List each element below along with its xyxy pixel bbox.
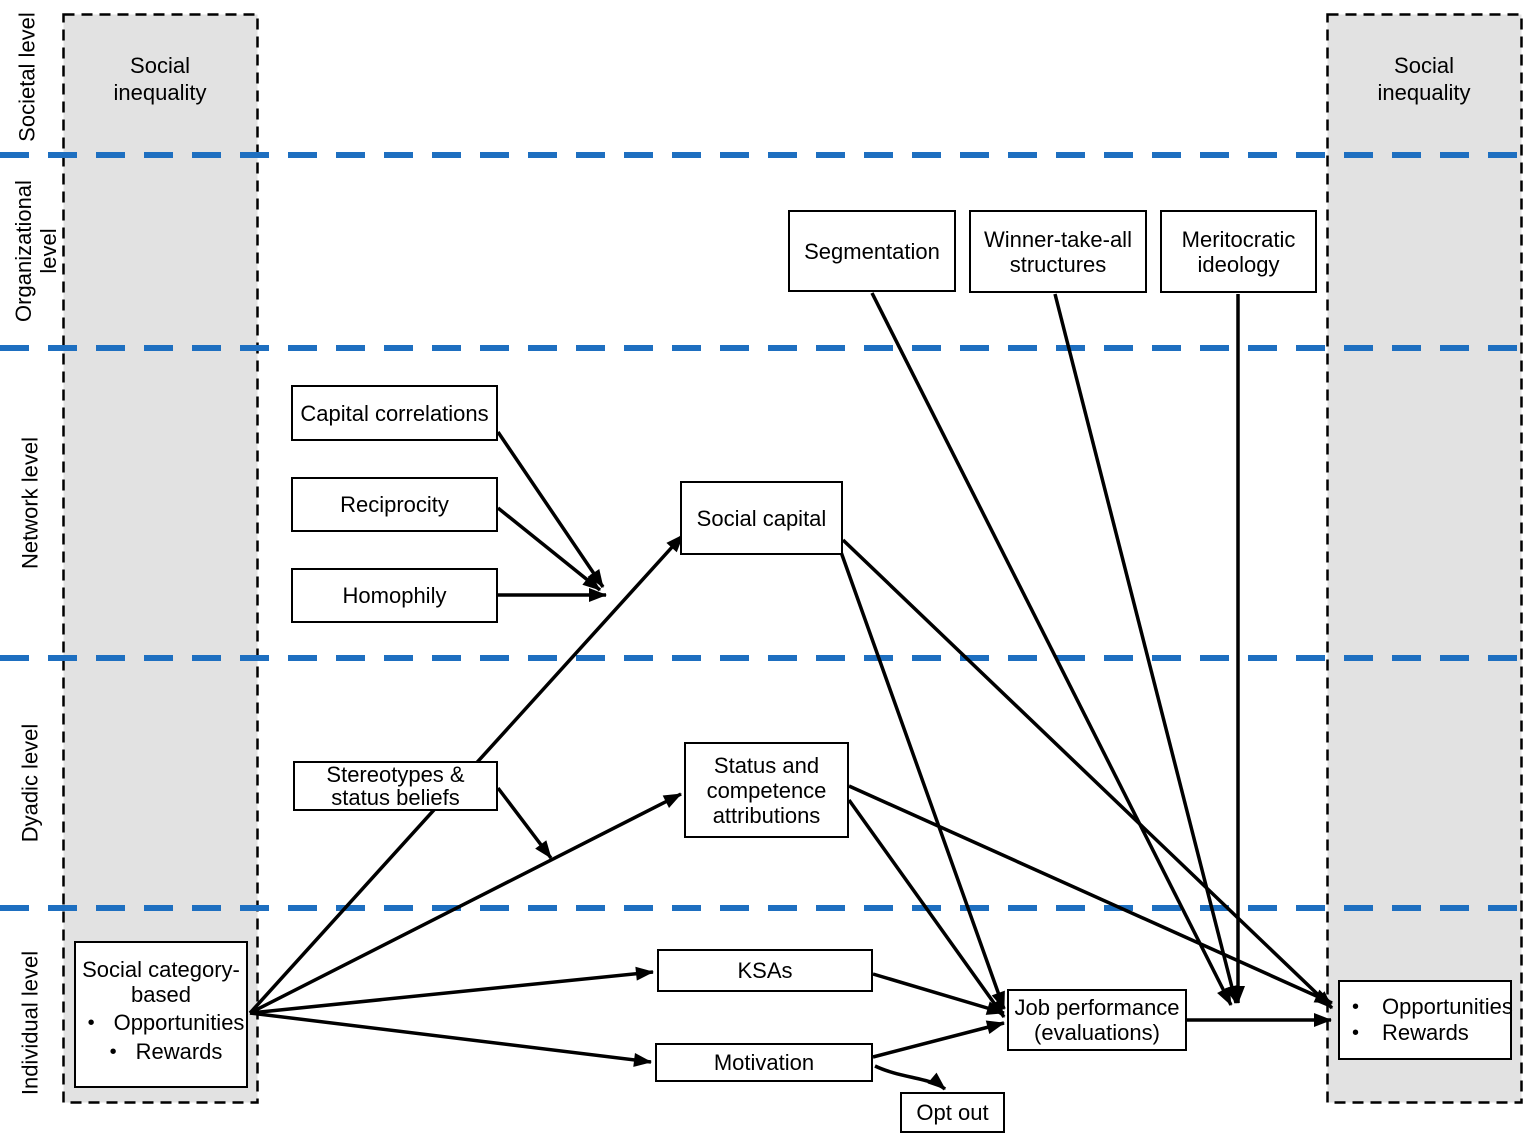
arrow-social-capital-to-outcomes <box>841 538 1334 1010</box>
bullet-icon: • <box>87 1012 95 1034</box>
arrow-reciprocity-moderator <box>496 506 602 592</box>
bullet-text: Opportunities <box>113 1010 245 1035</box>
arrow-social-capital-to-job-performance <box>839 551 1006 1010</box>
box-ksas: KSAs <box>657 949 873 992</box>
arrow-capital-correlations-moderator <box>496 431 605 588</box>
box-homophily: Homophily <box>291 568 498 623</box>
arrow-stereotypes-moderator <box>496 786 553 860</box>
left-inequality-column <box>62 13 259 1104</box>
outcomes-bullet-rewards: • Rewards <box>1340 1020 1510 1046</box>
box-opt-out: Opt out <box>900 1092 1005 1133</box>
level-label-societal: Societal level <box>14 12 40 142</box>
box-reciprocity: Reciprocity <box>291 477 498 532</box>
level-label-organizational: Organizational level <box>11 180 61 322</box>
social-category-bullet-opportunities: • Opportunities <box>78 1010 245 1036</box>
left-column-title: Social inequality <box>113 53 207 105</box>
right-inequality-column <box>1326 13 1523 1104</box>
arrow-ksas-to-job-performance <box>872 972 1005 1015</box>
box-meritocratic: Meritocratic ideology <box>1160 210 1317 293</box>
box-social-capital: Social capital <box>680 481 843 555</box>
bullet-icon: • <box>109 1041 117 1063</box>
box-status-attributions: Status and competence attributions <box>684 742 849 838</box>
box-capital-correlations: Capital correlations <box>291 385 498 441</box>
box-stereotypes: Stereotypes & status beliefs <box>293 761 498 811</box>
arrow-social-category-to-status-attributions <box>249 792 682 1015</box>
arrow-status-attributions-to-job-performance <box>847 798 1006 1019</box>
box-social-category: Social category-based • Opportunities • … <box>74 941 248 1088</box>
arrow-social-category-to-ksas <box>249 966 654 1015</box>
outcomes-bullet-opportunities: • Opportunities <box>1340 994 1513 1020</box>
box-job-performance: Job performance (evaluations) <box>1007 989 1187 1051</box>
social-category-title: Social category-based <box>82 957 240 1007</box>
arrow-social-category-to-motivation <box>249 1011 652 1067</box>
box-segmentation: Segmentation <box>788 210 956 292</box>
bullet-text: Rewards <box>1382 1020 1469 1045</box>
box-outcomes: • Opportunities • Rewards <box>1338 980 1513 1060</box>
bullet-text: Rewards <box>135 1039 223 1064</box>
arrow-winner-take-all-moderator <box>1053 293 1239 1004</box>
bullet-icon: • <box>1352 996 1360 1018</box>
arrow-status-attributions-to-outcomes <box>848 784 1333 1005</box>
bullet-icon: • <box>1352 1022 1360 1044</box>
bullet-text: Opportunities <box>1382 994 1513 1019</box>
box-winner-take-all: Winner-take-all structures <box>969 210 1147 293</box>
right-column-title: Social inequality <box>1377 53 1471 105</box>
social-category-bullet-rewards: • Rewards <box>100 1039 223 1065</box>
level-label-network: Network level <box>17 436 43 570</box>
level-label-dyadic: Dyadic level <box>17 723 43 843</box>
arrow-motivation-to-opt-out <box>874 1064 947 1091</box>
arrow-segmentation-moderator <box>870 292 1233 1006</box>
level-label-individual: Individual level <box>17 950 43 1096</box>
arrow-motivation-to-job-performance <box>872 1020 1005 1059</box>
box-motivation: Motivation <box>655 1043 873 1082</box>
